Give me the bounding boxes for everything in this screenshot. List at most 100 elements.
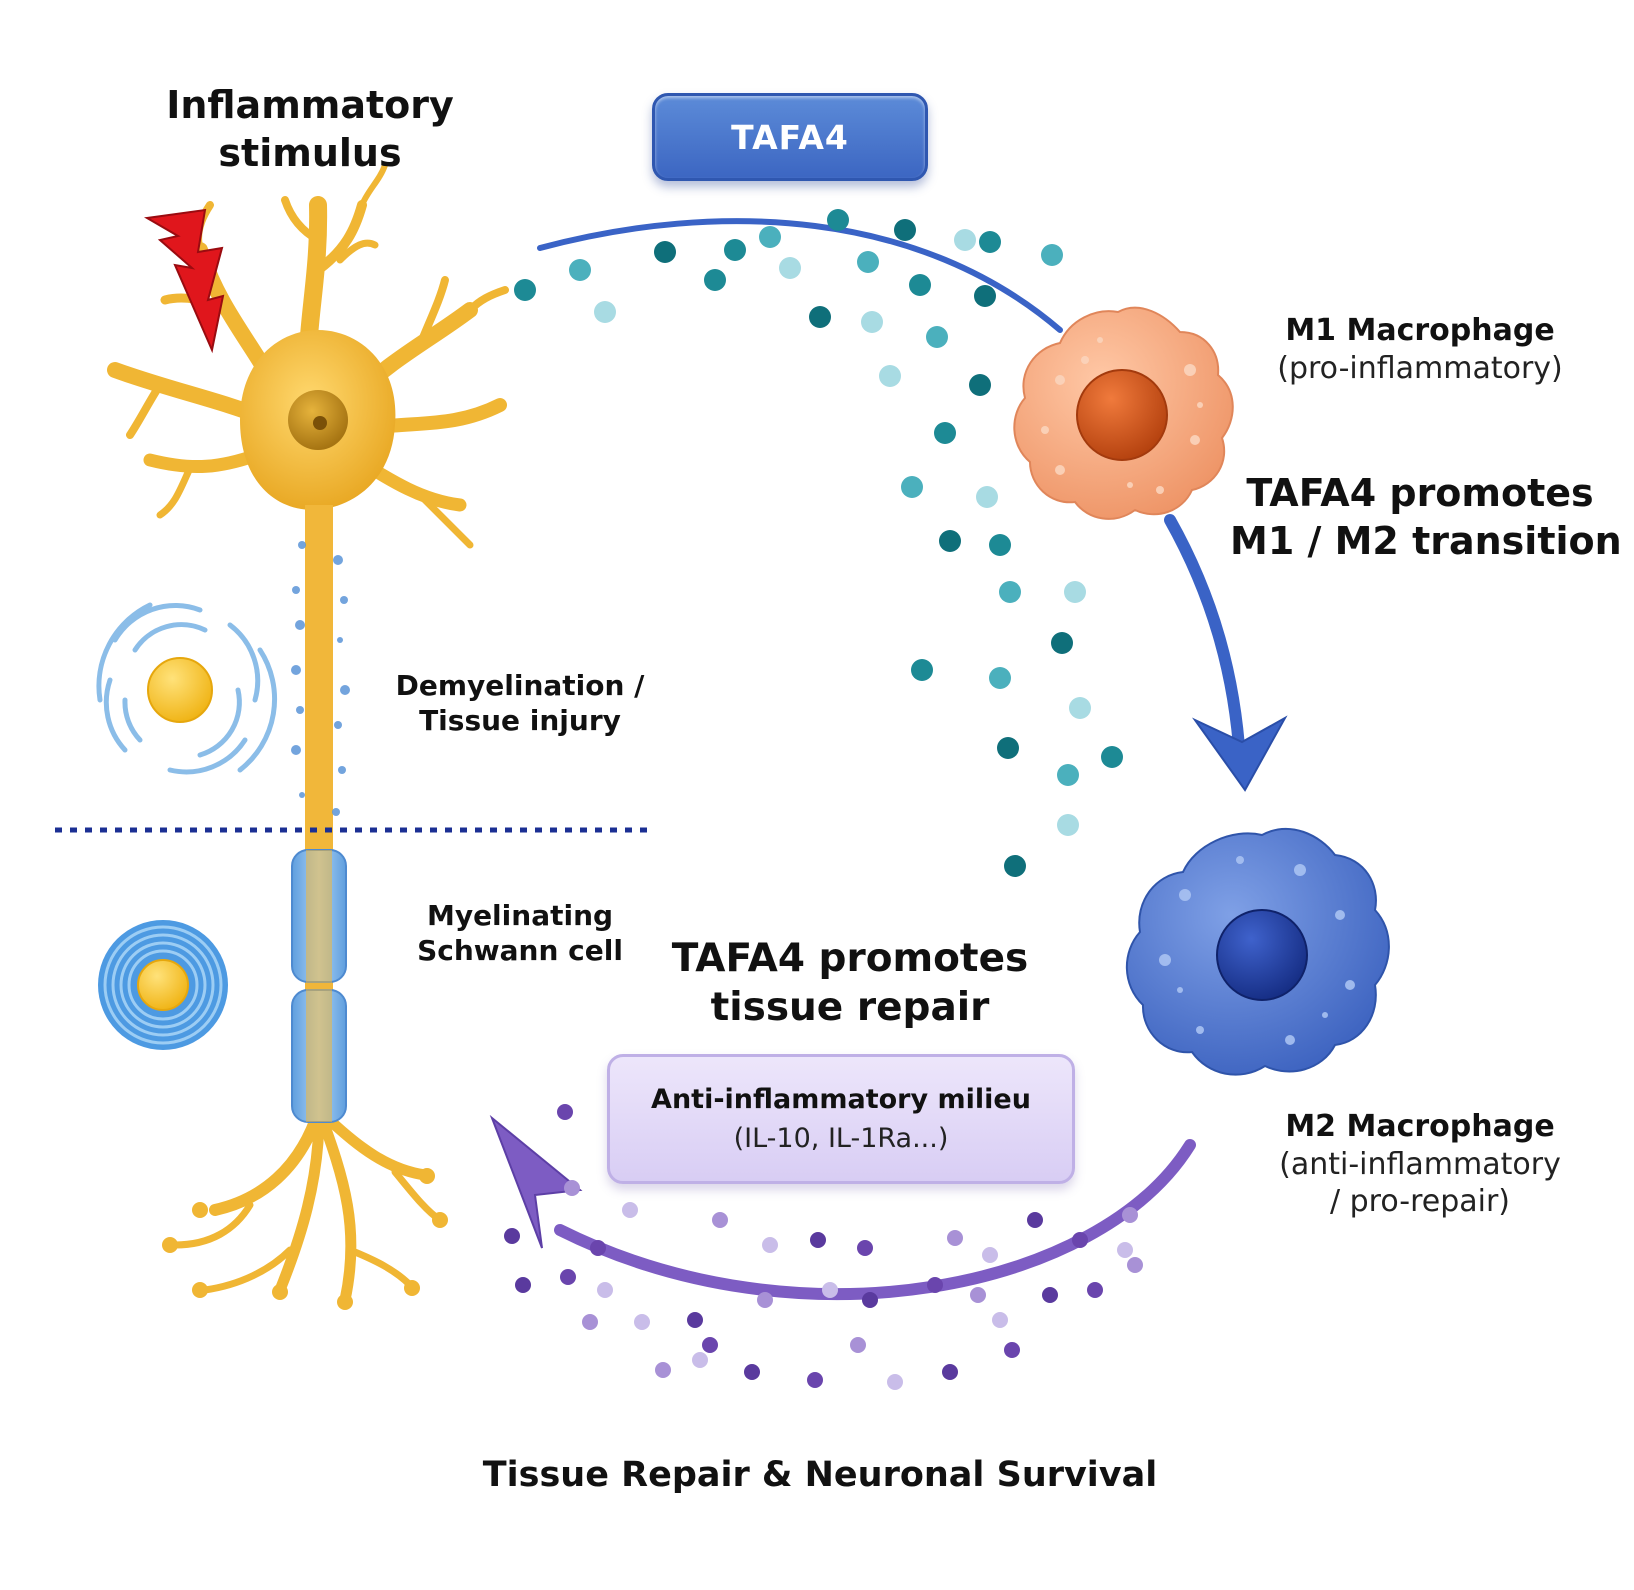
anti-inflammatory-particle (590, 1240, 606, 1256)
anti-inflammatory-particle (822, 1282, 838, 1298)
anti-inflammatory-particle (1122, 1207, 1138, 1223)
tafa4-particle (1101, 746, 1123, 768)
tafa4-particles (514, 209, 1123, 877)
tissue-repair-label: TAFA4 promotes tissue repair (671, 936, 1029, 1030)
tafa4-particle (911, 659, 933, 681)
anti-inflammatory-particle (887, 1374, 903, 1390)
m2-macrophage (1125, 827, 1390, 1076)
tafa4-arrow (537, 218, 1063, 333)
m1-macrophage-label: M1 Macrophage (pro-inflammatory) (1240, 312, 1600, 387)
m2-subtitle-line1: (anti-inflammatory (1279, 1146, 1561, 1182)
tafa4-particle (1069, 697, 1091, 719)
anti-inflammatory-particle (807, 1372, 823, 1388)
anti-inflammatory-particle (970, 1287, 986, 1303)
tafa4-particle (1004, 855, 1026, 877)
tafa4-box: TAFA4 (652, 93, 928, 181)
anti-inflammatory-particle (687, 1312, 703, 1328)
anti-inflammatory-particle (1042, 1287, 1058, 1303)
anti-inflammatory-particle (1087, 1282, 1103, 1298)
anti-inflammatory-particle (655, 1362, 671, 1378)
tafa4-particle (779, 257, 801, 279)
axon-terminal-buttons (162, 1168, 448, 1310)
tafa4-particle (894, 219, 916, 241)
bottom-caption: Tissue Repair & Neuronal Survival (482, 1455, 1158, 1495)
m2-subtitle-line2: / pro-repair) (1329, 1184, 1511, 1219)
anti-inflammatory-particle (557, 1104, 573, 1120)
tafa4-particle (999, 581, 1021, 603)
anti-inflammatory-particle (757, 1292, 773, 1308)
transition-label: TAFA4 promotes M1 / M2 transition (1230, 471, 1622, 563)
tafa4-particle (759, 226, 781, 248)
tafa4-particle (1051, 632, 1073, 654)
tafa4-particle (827, 209, 849, 231)
tafa4-particle (989, 534, 1011, 556)
tafa4-particle (1057, 814, 1079, 836)
tafa4-particle (1057, 764, 1079, 786)
anti-inflammatory-particle (634, 1314, 650, 1330)
tafa4-particle (954, 229, 976, 251)
anti-inflammatory-particle (597, 1282, 613, 1298)
anti-inflammatory-particle (1004, 1342, 1020, 1358)
tafa4-particle (909, 274, 931, 296)
demyelinated-schwann-cell (96, 602, 278, 775)
anti-inflammatory-milieu-box: Anti-inflammatory milieu (IL-10, IL-1Ra.… (607, 1054, 1075, 1184)
anti-inflammatory-particle (862, 1292, 878, 1308)
anti-inflammatory-particle (564, 1180, 580, 1196)
m1-subtitle: (pro-inflammatory) (1277, 350, 1563, 386)
anti-inflammatory-particle (744, 1364, 760, 1380)
tafa4-particle (901, 476, 923, 498)
anti-inflammatory-particle (582, 1314, 598, 1330)
tafa4-particle (704, 269, 726, 291)
tafa4-particle (724, 239, 746, 261)
tafa4-particle (969, 374, 991, 396)
anti-inflammatory-particle (947, 1230, 963, 1246)
tafa4-particle (979, 231, 1001, 253)
anti-inflammatory-particle (1027, 1212, 1043, 1228)
tafa4-particle (974, 285, 996, 307)
tafa4-particle (1064, 581, 1086, 603)
m1-to-m2-arrowhead (1191, 715, 1288, 792)
anti-inflammatory-particle (992, 1312, 1008, 1328)
myelin-debris (291, 541, 350, 816)
tafa4-particle (654, 241, 676, 263)
tafa4-particle (934, 422, 956, 444)
milieu-subtitle: (IL-10, IL-1Ra...) (733, 1123, 949, 1154)
m2-macrophage-label: M2 Macrophage (anti-inflammatory / pro-r… (1240, 1108, 1600, 1221)
myelin-sheath (291, 849, 347, 1123)
anti-inflammatory-particle (1127, 1257, 1143, 1273)
tafa4-label: TAFA4 (731, 117, 849, 157)
m1-to-m2-arrow (1164, 514, 1246, 766)
repair-arrowhead (489, 1114, 583, 1249)
neuron-nucleolus (313, 416, 327, 430)
anti-inflammatory-particle (810, 1232, 826, 1248)
tafa4-particle (879, 365, 901, 387)
inflammatory-stimulus-label: Inflammatory stimulus (166, 83, 454, 175)
anti-inflammatory-particle (1117, 1242, 1133, 1258)
tafa4-particle (594, 301, 616, 323)
tafa4-particle (857, 251, 879, 273)
tafa4-particle (809, 306, 831, 328)
anti-inflammatory-particle (712, 1212, 728, 1228)
m1-macrophage (1013, 306, 1234, 520)
anti-inflammatory-particles (504, 1104, 1143, 1390)
tafa4-particle (1041, 244, 1063, 266)
anti-inflammatory-particle (927, 1277, 943, 1293)
anti-inflammatory-particle (982, 1247, 998, 1263)
anti-inflammatory-particle (692, 1352, 708, 1368)
anti-inflammatory-particle (1072, 1232, 1088, 1248)
anti-inflammatory-particle (850, 1337, 866, 1353)
tafa4-particle (861, 311, 883, 333)
anti-inflammatory-particle (504, 1228, 520, 1244)
demyelination-label: Demyelination / Tissue injury (395, 669, 645, 737)
axon-terminals (171, 1104, 444, 1306)
tafa4-particle (939, 530, 961, 552)
anti-inflammatory-particle (622, 1202, 638, 1218)
m2-title: M2 Macrophage (1285, 1109, 1555, 1144)
tafa4-particle (514, 279, 536, 301)
anti-inflammatory-particle (857, 1240, 873, 1256)
schwann-cell-label: Myelinating Schwann cell (417, 899, 623, 967)
tafa4-particle (976, 486, 998, 508)
anti-inflammatory-particle (762, 1237, 778, 1253)
anti-inflammatory-particle (942, 1364, 958, 1380)
